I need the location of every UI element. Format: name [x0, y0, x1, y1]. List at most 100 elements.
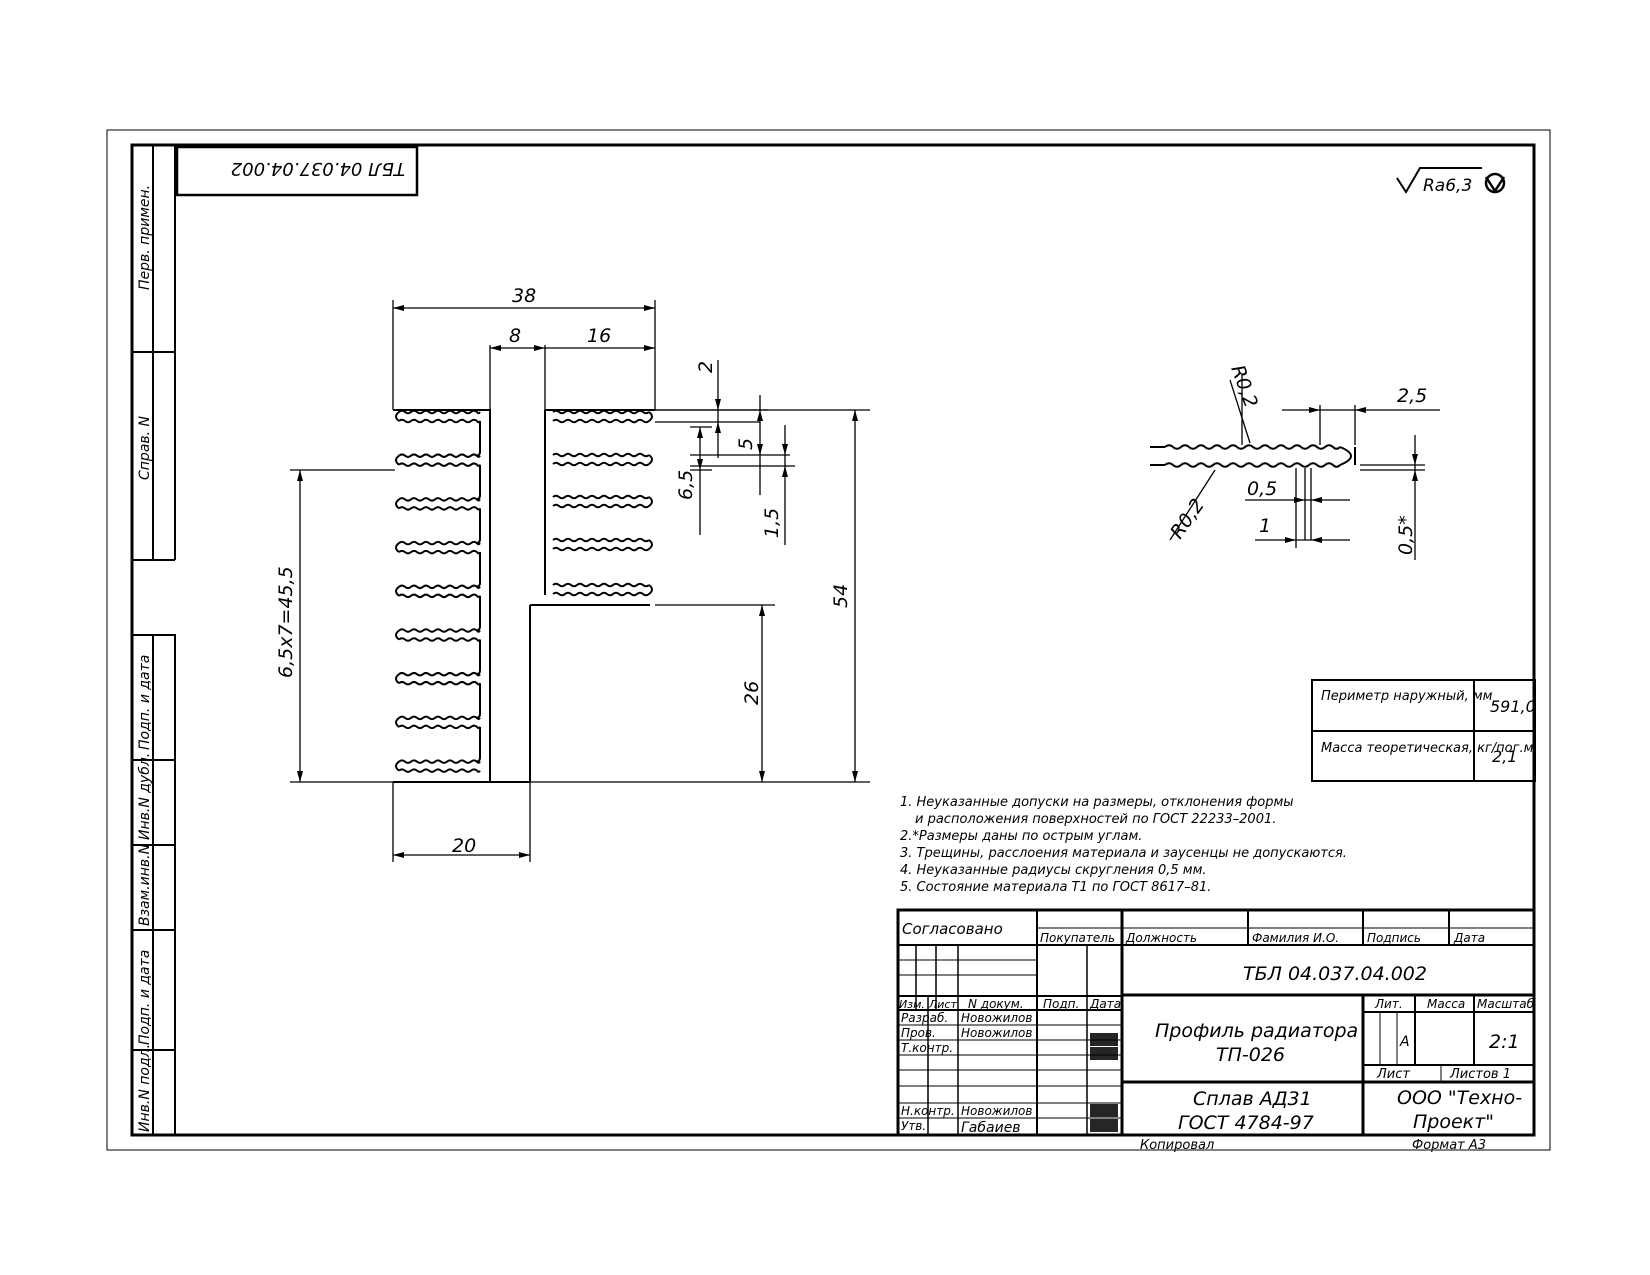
arrow	[644, 305, 655, 311]
side-label-2: Подп. и дата	[137, 655, 153, 750]
side-label-3: Инв.N дубл.	[137, 753, 153, 840]
tb-name-1: Новожилов	[961, 1026, 1032, 1040]
tb-material-1: Сплав АД31	[1193, 1088, 1312, 1110]
dim-20: 20	[452, 835, 476, 857]
left-fin-root	[475, 464, 481, 501]
inner-frame	[130, 143, 1536, 1137]
tb-name-0: Новожилов	[961, 1011, 1032, 1025]
rotated-code-box	[175, 145, 419, 197]
note-1b: и расположения поверхностей по ГОСТ 2223…	[915, 812, 1276, 827]
left-fin-root	[475, 639, 481, 676]
arrow	[1311, 497, 1322, 503]
dim-0-5-star: 0,5*	[1395, 515, 1417, 555]
dimension-lines	[290, 300, 1440, 862]
dim-2: 2	[695, 361, 717, 373]
left-fin-tip	[395, 673, 400, 684]
arrow	[697, 427, 703, 438]
right-fin-top	[552, 409, 650, 415]
leader-r02-top	[1229, 379, 1251, 444]
left-fin-top	[398, 628, 481, 633]
right-fin-tip	[648, 411, 653, 422]
left-fin-bottom	[398, 418, 481, 424]
tb-lit-value: А	[1399, 1034, 1410, 1050]
left-fin-bottom	[398, 680, 481, 686]
left-fin-bottom	[398, 637, 481, 642]
side-label-1: Справ. N	[137, 415, 153, 480]
left-fin-bottom	[398, 549, 481, 555]
left-fin-tip	[395, 717, 400, 728]
tb-name-5: Габаиев	[961, 1120, 1021, 1136]
right-fin-top	[552, 494, 650, 500]
right-fin-top	[552, 582, 650, 588]
detail-fin-bottom	[1164, 462, 1341, 468]
left-fin-top	[398, 409, 481, 415]
dim-0-5: 0,5	[1247, 478, 1277, 500]
side-label-0: Перв. примен.	[137, 185, 153, 290]
prop-value-mass: 2,1	[1492, 747, 1517, 766]
radiator-profile	[393, 409, 655, 783]
arrow	[782, 466, 788, 477]
technical-notes: 1. Неуказанные допуски на размеры, откло…	[900, 795, 1347, 895]
arrow	[393, 305, 404, 311]
leader-r02-bottom	[1169, 469, 1216, 541]
properties-table	[1311, 679, 1536, 782]
side-label-4: Взам.инв.N	[137, 843, 153, 926]
arrow	[534, 345, 545, 351]
tb-material-2: ГОСТ 4784-97	[1178, 1112, 1314, 1134]
tb-col-date: Дата	[1089, 997, 1121, 1011]
left-fin-top	[398, 453, 481, 458]
tb-company-2: Проект"	[1413, 1111, 1494, 1133]
tb-col-izm: Изм.	[899, 998, 925, 1011]
arrow	[1285, 537, 1296, 543]
right-fin-tip	[648, 584, 653, 595]
prop-label-mass-text: Масса теоретическая, кг/пог.м.	[1321, 741, 1538, 756]
left-fin-bottom	[398, 462, 481, 467]
tb-format: Формат А3	[1412, 1138, 1486, 1153]
note-1: 1. Неуказанные допуски на размеры, откло…	[900, 795, 1294, 810]
dimension-arrows	[297, 305, 1418, 858]
detail-fin-top	[1164, 444, 1341, 450]
dim-pitch: 6,5x7=45,5	[275, 566, 297, 678]
tb-header-date: Дата	[1453, 931, 1485, 945]
right-fin-bottom	[552, 591, 650, 597]
signature-marks	[1090, 1033, 1118, 1132]
tb-name-4: Новожилов	[961, 1104, 1032, 1118]
left-fin-bottom	[398, 593, 481, 599]
tb-role-0: Разраб.	[901, 1011, 948, 1025]
dim-r02-bottom: R0,2	[1166, 495, 1209, 543]
properties-texts: Периметр наружный, мм 591,0 Масса теорет…	[1321, 689, 1538, 766]
arrow	[759, 605, 765, 616]
right-fin-bottom	[552, 418, 650, 424]
side-labels: Перв. примен. Справ. N Подп. и дата Инв.…	[137, 185, 153, 1132]
arrow	[782, 444, 788, 455]
left-fin-tip	[395, 586, 400, 597]
arrow	[297, 771, 303, 782]
arrow	[490, 345, 501, 351]
arrow	[757, 410, 763, 421]
note-4: 4. Неуказанные радиусы скругления 0,5 мм…	[900, 863, 1207, 878]
dim-6-5: 6,5	[675, 470, 697, 500]
left-fin-tip	[395, 629, 400, 641]
note-2: 2.*Размеры даны по острым углам.	[900, 829, 1142, 844]
tb-lit: Лит.	[1374, 997, 1403, 1011]
dim-2-5: 2,5	[1397, 385, 1427, 407]
right-fin-top	[552, 537, 650, 543]
arrow	[1294, 497, 1305, 503]
title-block	[896, 908, 1536, 1137]
arrow	[1412, 470, 1418, 481]
left-fin-root	[475, 726, 481, 763]
tb-code: ТБЛ 04.037.04.002	[1243, 963, 1427, 985]
dim-1: 1	[1259, 515, 1271, 537]
arrow	[715, 399, 721, 410]
roughness-value: Ra6,3	[1423, 176, 1472, 196]
left-fin-top	[398, 671, 481, 677]
left-fin-bottom	[398, 768, 481, 773]
prop-label-mass: Масса теоретическая, кг/пог.м.	[1321, 741, 1538, 756]
tb-col-doc: N докум.	[968, 997, 1024, 1011]
tb-sheets: Листов 1	[1449, 1067, 1511, 1082]
detail-fin-tip	[1339, 446, 1352, 466]
dim-16: 16	[587, 325, 611, 347]
note-3: 3. Трещины, расслоения материала и заусе…	[900, 846, 1347, 861]
dim-54: 54	[830, 584, 852, 608]
right-fin-bottom	[552, 546, 650, 552]
